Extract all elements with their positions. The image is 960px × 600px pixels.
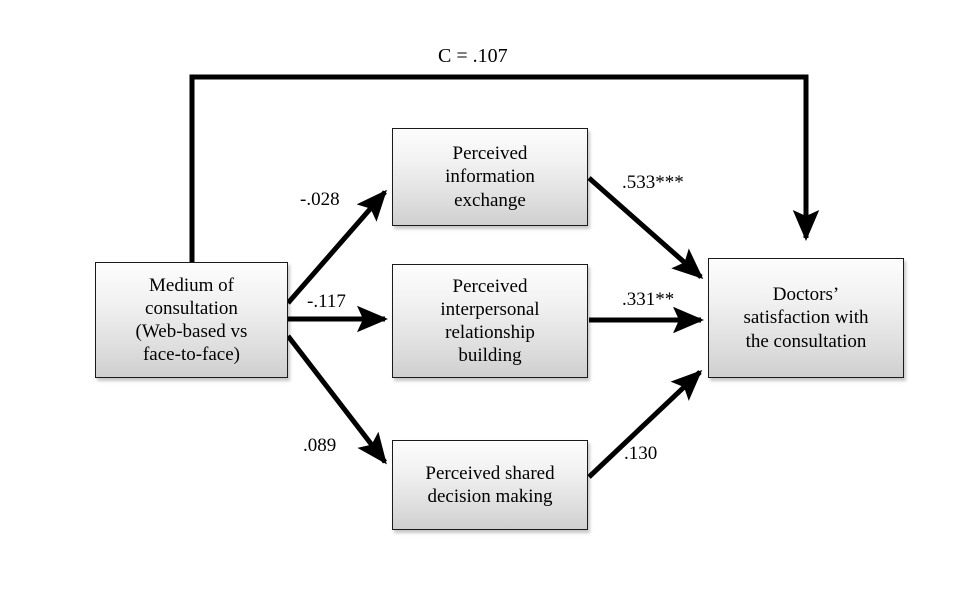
node-doctors-satisfaction: Doctors’ satisfaction with the consultat… — [708, 258, 904, 378]
node-label: Perceived information exchange — [445, 143, 535, 211]
path-label-a2: -.117 — [307, 291, 346, 312]
node-medium-of-consultation: Medium of consultation (Web-based vs fac… — [95, 262, 288, 378]
node-perceived-interpersonal-relationship-building: Perceived interpersonal relationship bui… — [392, 264, 588, 378]
path-label-b3: .130 — [624, 443, 658, 464]
path-label-a1: -.028 — [300, 189, 340, 210]
path-arrow-a1 — [286, 189, 387, 305]
node-perceived-shared-decision-making: Perceived shared decision making — [392, 440, 588, 530]
path-label-b1: .533*** — [622, 172, 684, 193]
total-effect-arrow — [189, 74, 820, 262]
node-label: Perceived interpersonal relationship bui… — [440, 275, 540, 367]
path-arrow-a3 — [286, 334, 387, 465]
node-perceived-information-exchange: Perceived information exchange — [392, 128, 588, 226]
path-label-a3: .089 — [303, 435, 337, 456]
path-arrow-b1 — [587, 176, 704, 279]
node-label: Perceived shared decision making — [425, 462, 555, 507]
path-label-b2: .331** — [622, 289, 675, 310]
total-effect-label: C = .107 — [438, 45, 508, 67]
node-label: Medium of consultation (Web-based vs fac… — [135, 274, 248, 366]
path-arrow-b3 — [587, 369, 703, 479]
node-label: Doctors’ satisfaction with the consultat… — [743, 284, 869, 352]
